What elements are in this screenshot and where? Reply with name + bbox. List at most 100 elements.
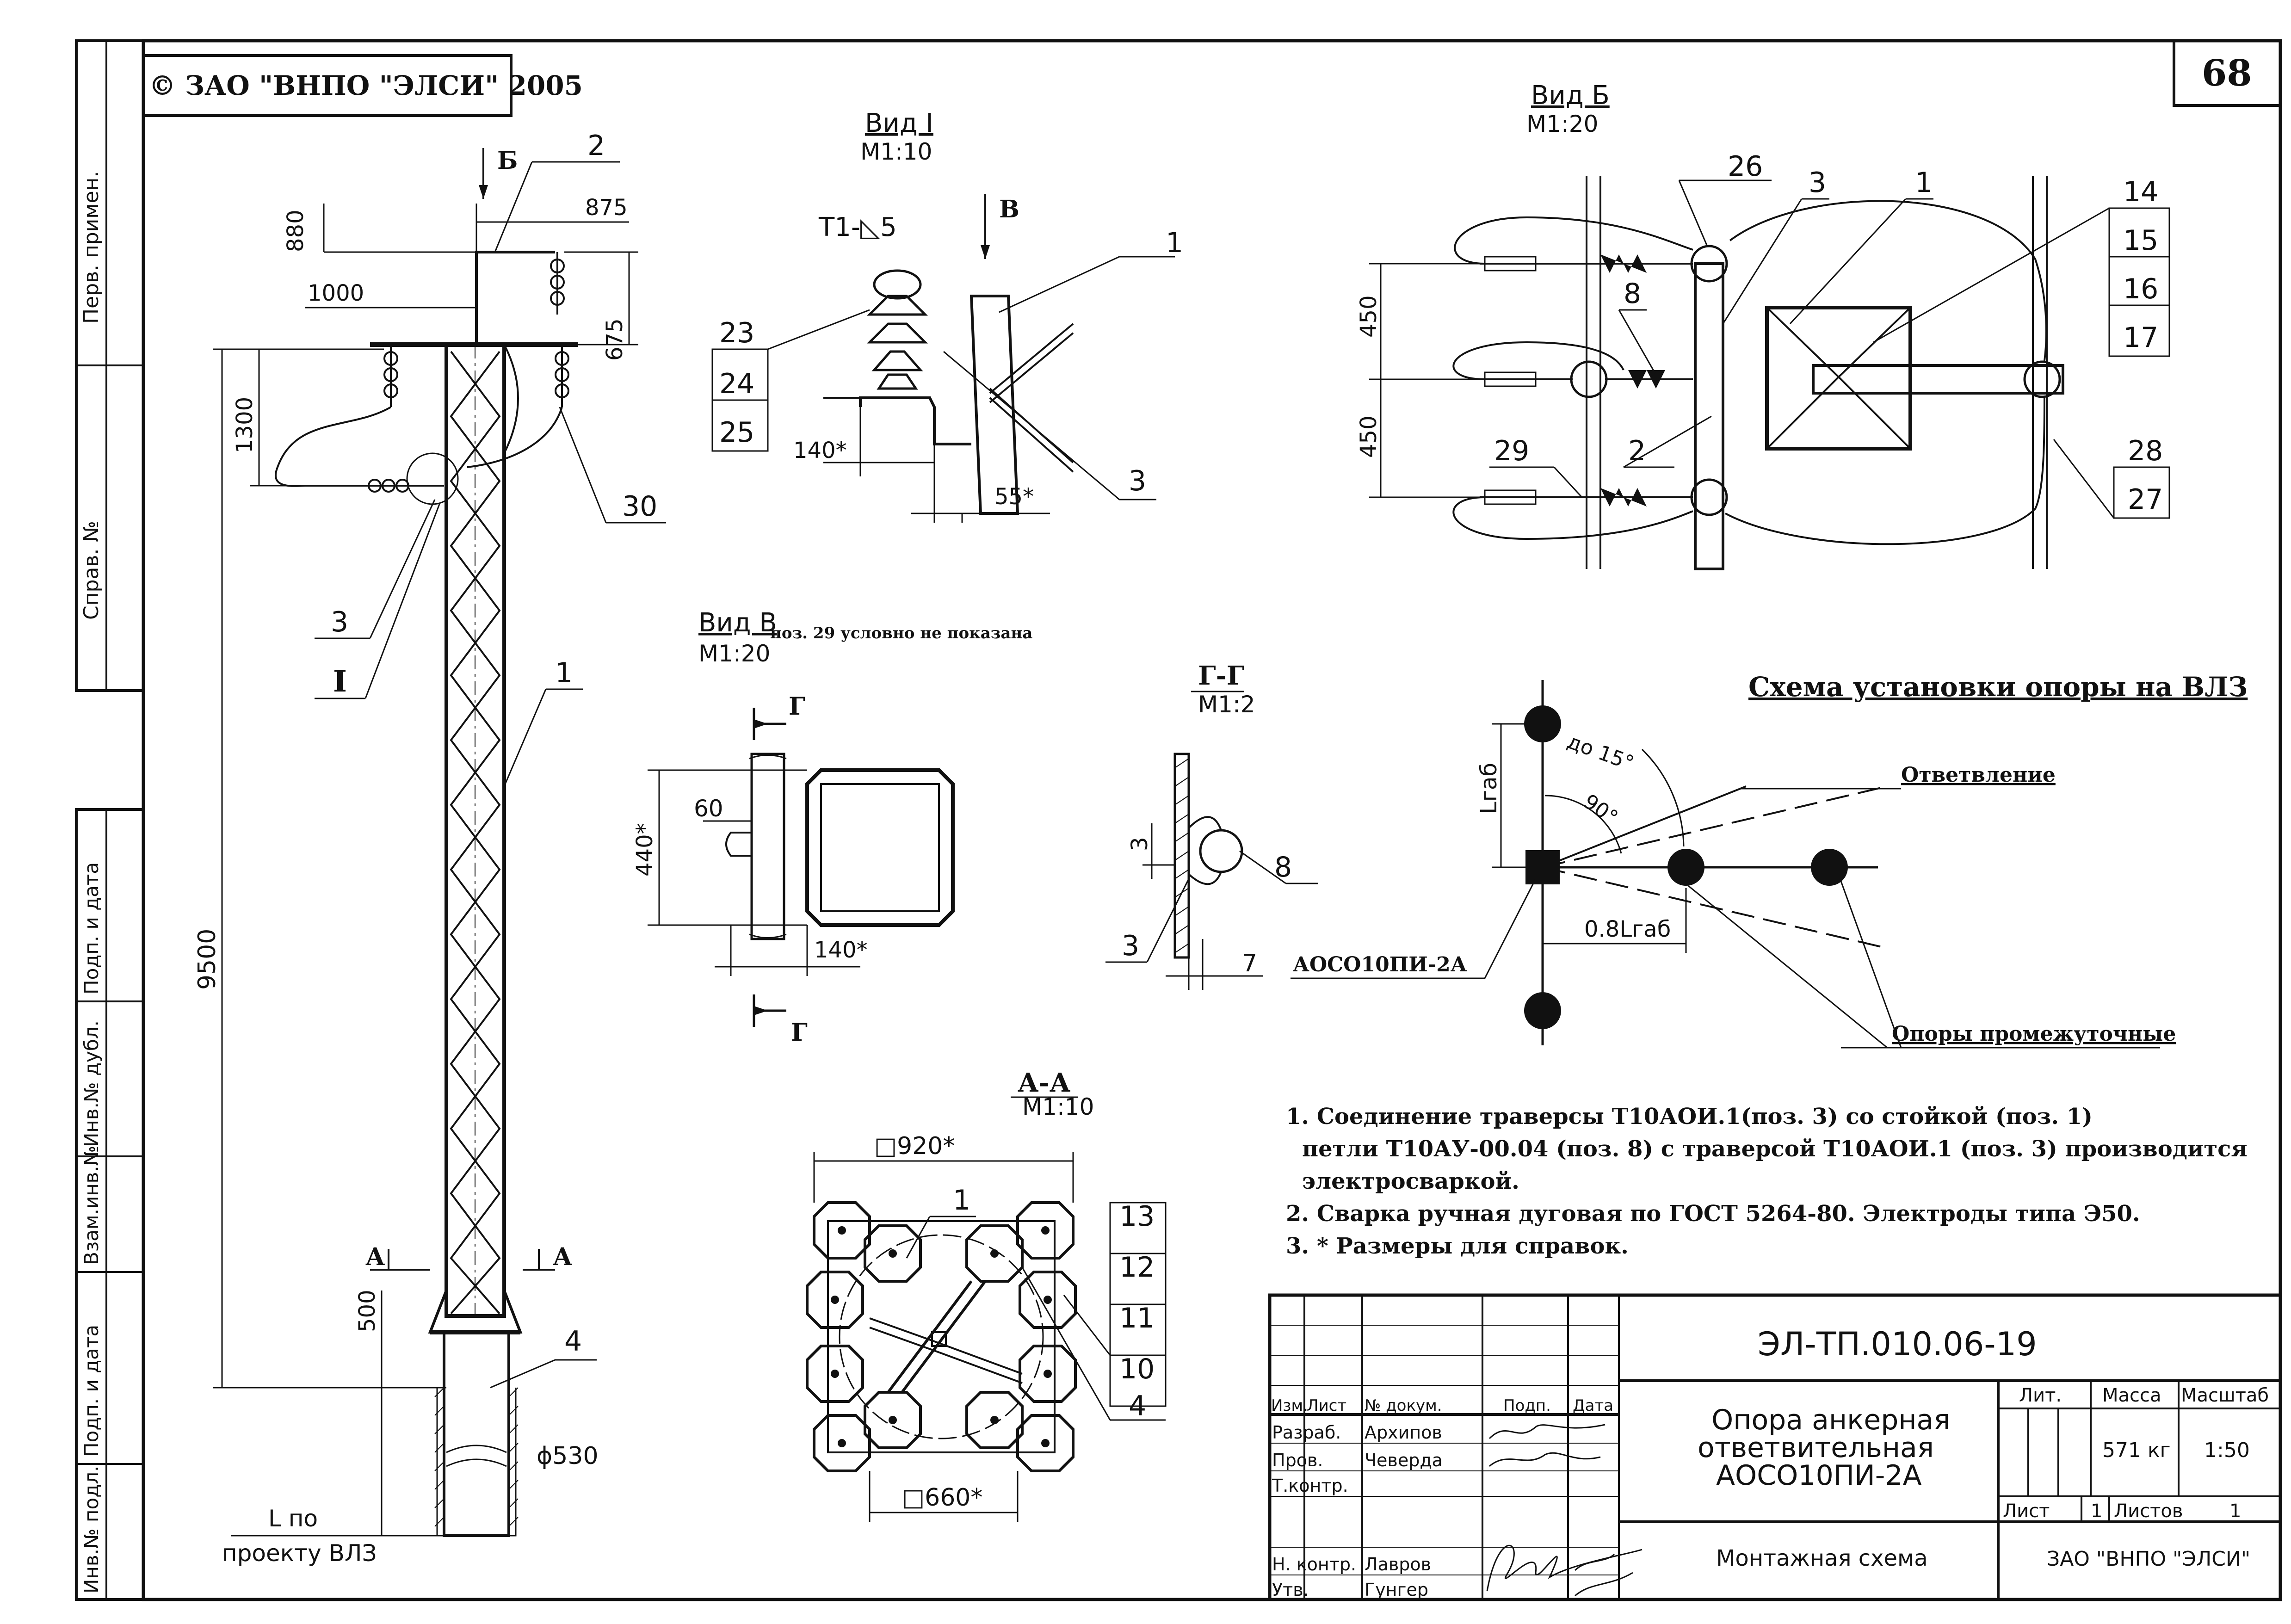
view-b-pole-box bbox=[1765, 306, 1912, 451]
section-gg-title: Г-Г bbox=[1198, 661, 1245, 691]
tb-listov: Листов bbox=[2114, 1501, 2183, 1522]
jumper-wire-right bbox=[467, 407, 563, 468]
stamp-podp-data-2: Подп. и дата bbox=[80, 1325, 103, 1457]
scheme-pole-mid bbox=[1667, 849, 1704, 886]
pos-2-main: 2 bbox=[587, 130, 605, 162]
stamp-inv-dubl: Инв.№ дубл. bbox=[80, 1020, 103, 1147]
scheme-intermediate: Опоры промежуточные bbox=[1892, 1022, 2176, 1046]
scheme-pole-end bbox=[1811, 849, 1848, 886]
view-b-pos-16: 16 bbox=[2123, 273, 2158, 305]
scheme-branch: Ответвление bbox=[1901, 763, 2056, 787]
dim-1000: 1000 bbox=[308, 280, 364, 306]
tb-hdr-list: Лист bbox=[1307, 1396, 1346, 1415]
tb-row-tkontr: Т.контр. bbox=[1272, 1476, 1348, 1496]
leader-lines bbox=[315, 161, 666, 1389]
pos-I-main: I bbox=[333, 664, 347, 699]
ground-hatch bbox=[434, 1387, 519, 1527]
view-i-pos-25: 25 bbox=[719, 416, 754, 449]
view-i-pos-1: 1 bbox=[1166, 227, 1183, 259]
section-gg-scale: М1:2 bbox=[1198, 691, 1255, 718]
tb-doc-code: ЭЛ-ТП.010.06-19 bbox=[1758, 1325, 2037, 1363]
tb-massa: Масса bbox=[2102, 1385, 2161, 1406]
view-v-g-top: Г bbox=[789, 692, 805, 721]
horizontal-insulator bbox=[301, 452, 459, 505]
insulator-string-left bbox=[383, 345, 398, 407]
note-line-1: 1. Соединение траверсы Т10АОИ.1(поз. 3) … bbox=[1286, 1104, 2093, 1130]
scheme-anchor-support bbox=[1525, 850, 1560, 884]
view-b-pos-14: 14 bbox=[2123, 176, 2158, 208]
section-aa-pos-12: 12 bbox=[1119, 1251, 1155, 1284]
view-b-pos-2: 2 bbox=[1628, 435, 1646, 467]
insulator-string-top bbox=[550, 252, 565, 315]
tb-name-1: Опора анкерная bbox=[1711, 1404, 1950, 1436]
view-v: Вид В поз. 29 условно не показана М1:20 … bbox=[632, 608, 1032, 1047]
view-v-scale: М1:20 bbox=[698, 640, 770, 667]
view-v-g-bot: Г bbox=[791, 1019, 808, 1047]
view-b-dim-450-bot: 450 bbox=[1356, 415, 1382, 458]
view-b-pos-1: 1 bbox=[1915, 167, 1933, 199]
section-aa-pos-4: 4 bbox=[1129, 1390, 1146, 1422]
tb-hdr-doc: № докум. bbox=[1365, 1396, 1442, 1415]
view-b-dim-450-top: 450 bbox=[1356, 295, 1382, 338]
section-aa: А-А М1:10 bbox=[806, 1068, 1167, 1522]
view-b-pos-26: 26 bbox=[1728, 150, 1763, 183]
stamp-inv-podl: Инв.№ подл. bbox=[80, 1466, 103, 1593]
stamp-sprav-no: Справ. № bbox=[80, 521, 103, 620]
view-i-title: Вид I bbox=[865, 108, 933, 138]
view-b-pos-28: 28 bbox=[2128, 435, 2163, 467]
view-b-eyes bbox=[1570, 245, 2061, 516]
view-i-pos-23: 23 bbox=[719, 317, 754, 349]
tb-row-prov: Пров. bbox=[1272, 1450, 1323, 1470]
tb-name-razrab: Архипов bbox=[1365, 1422, 1442, 1443]
signatures bbox=[1486, 1424, 1643, 1597]
view-v-title: Вид В bbox=[698, 608, 777, 638]
view-b-pos-8: 8 bbox=[1624, 278, 1641, 310]
stamp-podp-data-1: Подп. и дата bbox=[80, 862, 103, 994]
tb-name-prov: Чеверда bbox=[1365, 1450, 1443, 1470]
scheme-lgab: Lгаб bbox=[1476, 763, 1502, 814]
view-b-loops bbox=[1452, 200, 2047, 545]
view-v-dim-60: 60 bbox=[694, 795, 723, 822]
scheme-angle-90: 90° bbox=[1579, 790, 1622, 830]
view-i-scale: М1:10 bbox=[860, 138, 932, 165]
view-b-arrow-label: Б bbox=[497, 147, 518, 175]
stamp-vzam-inv: Взам.инв.№ bbox=[80, 1146, 103, 1265]
pos-4-main: 4 bbox=[564, 1325, 582, 1358]
note-line-5: 3. * Размеры для справок. bbox=[1286, 1233, 1629, 1259]
stamp-perv-primen: Перв. примен. bbox=[80, 171, 103, 324]
scheme-angle-15: до 15° bbox=[1564, 729, 1637, 775]
view-i: Вид I М1:10 Т1-◺5 В bbox=[711, 108, 1183, 523]
scheme-pole-top bbox=[1524, 705, 1561, 742]
tb-name-3: АОСО10ПИ-2А bbox=[1716, 1459, 1922, 1492]
view-b-pos-3: 3 bbox=[1809, 167, 1826, 199]
tb-massa-val: 571 кг bbox=[2102, 1439, 2171, 1462]
note-line-2: петли Т10АУ-00.04 (поз. 8) с траверсой Т… bbox=[1302, 1136, 2248, 1162]
sheet-frame bbox=[142, 39, 2282, 1601]
tb-company: ЗАО "ВНПО "ЭЛСИ" bbox=[2047, 1547, 2250, 1571]
copyright-text: © ЗАО "ВНПО "ЭЛСИ" 2005 bbox=[149, 70, 583, 101]
tb-subname: Монтажная схема bbox=[1716, 1545, 1928, 1571]
section-aa-pos-10: 10 bbox=[1119, 1353, 1155, 1385]
dim-530: ϕ530 bbox=[537, 1442, 599, 1470]
tb-name-2: ответвительная bbox=[1698, 1432, 1934, 1464]
copyright-box bbox=[142, 54, 513, 117]
sheet-number-box bbox=[2173, 39, 2282, 107]
view-i-pos-3: 3 bbox=[1129, 465, 1146, 497]
view-b-pos-15: 15 bbox=[2123, 224, 2158, 257]
scheme-pole-bottom bbox=[1524, 992, 1561, 1029]
dim-9500: 9500 bbox=[193, 929, 221, 990]
installation-scheme: Схема установки опоры на ВЛЗ Ответвлени bbox=[1291, 671, 2248, 1049]
section-gg-dim-3: 3 bbox=[1127, 837, 1153, 851]
tb-lit: Лит. bbox=[2019, 1385, 2062, 1406]
jumper-wire-left bbox=[275, 406, 392, 487]
section-aa-bolts bbox=[831, 1226, 1052, 1447]
dim-880: 880 bbox=[283, 210, 309, 252]
scheme-title: Схема установки опоры на ВЛЗ bbox=[1748, 671, 2248, 703]
note-line-4: 2. Сварка ручная дуговая по ГОСТ 5264-80… bbox=[1286, 1201, 2140, 1227]
dim-1300: 1300 bbox=[232, 397, 258, 453]
scheme-poles bbox=[1524, 705, 1848, 1029]
section-aa-dim-660: □660* bbox=[902, 1484, 982, 1512]
section-aa-corners bbox=[806, 1201, 1077, 1472]
view-v-dim-440: 440* bbox=[632, 823, 658, 877]
view-i-arrow-b: В bbox=[999, 195, 1019, 223]
